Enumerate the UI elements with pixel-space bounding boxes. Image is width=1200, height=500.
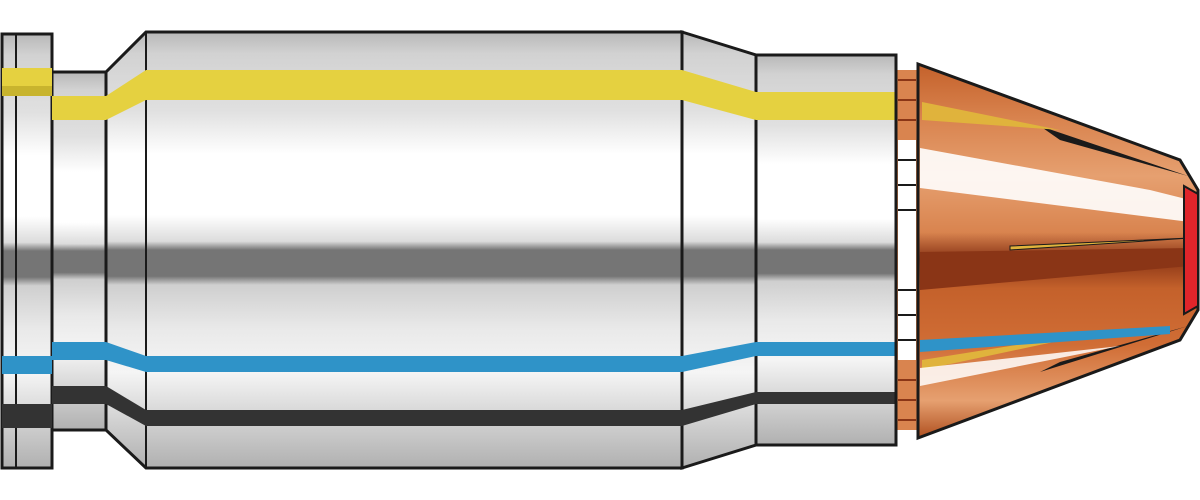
dark-bottom-band xyxy=(2,386,896,428)
blue-band xyxy=(2,342,896,374)
hollow-point-bullet xyxy=(916,61,1200,441)
cartridge-rim xyxy=(0,32,54,470)
extractor-groove xyxy=(50,70,108,432)
yellow-band xyxy=(2,68,896,120)
red-tip xyxy=(1183,184,1199,316)
crimp-ring xyxy=(896,70,918,430)
outline-strokes xyxy=(894,55,920,445)
